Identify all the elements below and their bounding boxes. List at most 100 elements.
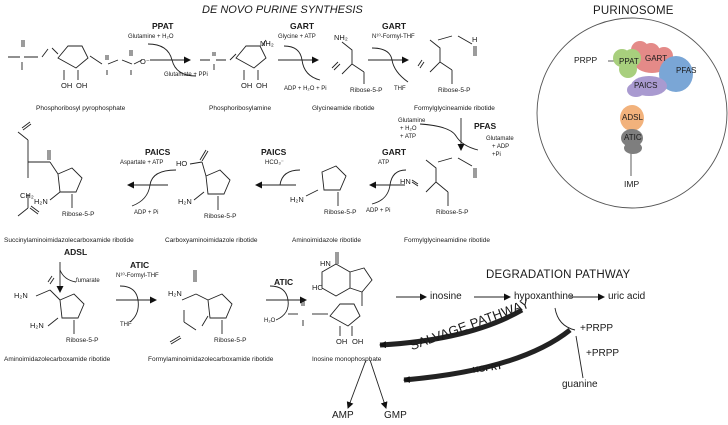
atom-hn: HN [320, 259, 331, 268]
enzyme-gart-3: GART [382, 147, 407, 157]
paics1-input: Aspartate + ATP [120, 160, 164, 166]
atom-ribose5p: Ribose-5-P [436, 209, 469, 216]
imp-structure [288, 252, 373, 336]
purinosome-panel [536, 17, 728, 209]
adsl-output: fumarate [76, 278, 100, 284]
gart1-input: Glycine + ATP [278, 34, 316, 40]
atom-h2n: H₂N [30, 321, 44, 330]
degradation-inosine: inosine [430, 291, 462, 302]
product-gmp: GMP [384, 410, 407, 421]
pfas-input-1: Glutamine [398, 118, 426, 124]
purinosome-paics: PAICS [634, 81, 658, 90]
prpp-structure [8, 40, 143, 80]
degradation-hypoxanthine: hypoxanthine [514, 291, 574, 302]
gart1-output: ADP + H₂O + Pi [284, 86, 327, 92]
ppat-side-arrow [147, 43, 197, 77]
aicar-structure [35, 275, 85, 334]
atom-ribose5p: Ribose-5-P [204, 213, 237, 220]
degradation-title: DEGRADATION PATHWAY [486, 269, 631, 281]
compound-saicar: Succinylaminoimidazolecarboxamide riboti… [4, 237, 134, 244]
enzyme-atic-1: ATIC [130, 260, 150, 270]
compound-air: Aminoimidazole ribotide [292, 237, 362, 244]
gart3-input: ATP [378, 160, 390, 166]
atom-h2n: H₂N [34, 197, 48, 206]
ppat-output: Glutamate + PPi [164, 72, 208, 78]
purinosome-imp: IMP [624, 179, 640, 189]
compound-imp: Inosine monophosphate [312, 356, 382, 363]
compound-aicar: Aminoimidazolecarboxamide ribotide [4, 356, 111, 363]
gart2-input: N¹⁰-Formyl-THF [372, 34, 415, 40]
atom-ribose5p: Ribose-5-P [350, 87, 383, 94]
compound-phosphoribosylamine: Phosphoribosylamine [209, 105, 272, 112]
purinosome-ppat: PPAT [619, 57, 639, 66]
pfas-blob [659, 56, 693, 92]
compound-cair: Carboxyaminoimidazole ribotide [165, 237, 258, 244]
aminoimidazole-ribotide-structure [305, 165, 347, 206]
gart3-output: ADP + Pi [366, 208, 391, 214]
compound-prpp: Phosphoribosyl pyrophosphate [36, 105, 126, 112]
paics-blob [627, 83, 645, 97]
atom-h2n: H₂N [290, 195, 304, 204]
enzyme-ppat: PPAT [152, 21, 174, 31]
compound-faicar: Formylaminoimidazolecarboxamide ribotide [148, 356, 274, 363]
atom-h2n: H₂N [168, 289, 182, 298]
pfas-input-2: + H₂O [400, 126, 417, 132]
atic-blob [624, 142, 642, 154]
enzyme-atic-2: ATIC [274, 277, 294, 287]
atom-h: H [472, 35, 478, 44]
enzyme-gart-2: GART [382, 21, 407, 31]
atom-ribose5p: Ribose-5-P [324, 209, 357, 216]
pfas-output-3: +Pi [492, 152, 501, 158]
pfas-output-1: Glutamate [486, 136, 514, 142]
enzyme-paics-1: PAICS [145, 147, 171, 157]
atom-oh: OH [336, 337, 348, 346]
atic2-output: H₂O [264, 318, 276, 324]
atom-hn: HN [400, 177, 411, 186]
enzyme-paics-2: PAICS [261, 147, 287, 157]
pfas-input-3: + ATP [400, 134, 417, 140]
degradation-uric-acid: uric acid [608, 291, 646, 302]
atom-ribose5p: Ribose-5-P [66, 337, 99, 344]
compound-fgam: Formylglycineamidine ribotide [404, 237, 490, 244]
purinosome-atic: ATIC [624, 133, 642, 142]
salvage-guanine: guanine [562, 379, 598, 390]
purinosome-gart: GART [645, 54, 668, 63]
atom-oh: OH [256, 81, 268, 90]
salvage-prpp-1: +PRPP [580, 323, 614, 334]
formylglycineamidine-ribotide-structure [411, 157, 477, 206]
faicar-structure [169, 270, 233, 345]
ppat-input: Glutamine + H₂O [128, 34, 174, 40]
purinosome-title: PURINOSOME [593, 5, 674, 17]
atom-oh: OH [76, 81, 88, 90]
purinosome-prpp: PRPP [574, 55, 598, 65]
glycineamide-ribotide-structure [331, 41, 365, 84]
atom-oh: OH [61, 81, 73, 90]
product-amp: AMP [332, 410, 354, 421]
atom-o-minus: O⁻ [140, 57, 150, 66]
pfas-output-2: + ADP [492, 144, 510, 150]
atom-h2n: H₂N [14, 291, 28, 300]
atom-oh: OH [241, 81, 253, 90]
atom-h2n: H₂N [178, 197, 192, 206]
paics2-input: HCO₃⁻ [265, 160, 284, 166]
atom-oh: OH [352, 337, 364, 346]
purinosome-circle [536, 17, 728, 209]
atom-nh2: NH₂ [260, 39, 274, 48]
diagram-title: DE NOVO PURINE SYNTHESIS [202, 4, 363, 16]
enzyme-pfas: PFAS [474, 121, 497, 131]
atic-blob [621, 129, 643, 147]
purinosome-adsl: ADSL [622, 113, 643, 122]
atom-nh2: NH₂ [334, 33, 348, 42]
paics1-output: ADP + Pi [134, 210, 159, 216]
atom-ribose5p: Ribose-5-P [62, 211, 95, 218]
purinosome-pfas: PFAS [676, 66, 697, 75]
adsl-blob [620, 105, 644, 131]
enzyme-adsl: ADSL [64, 247, 88, 257]
atom-ribose5p: Ribose-5-P [214, 337, 247, 344]
atic1-input: N¹⁰-Formyl-THF [116, 273, 159, 279]
atic1-output: THF [120, 322, 132, 328]
salvage-prpp-2: +PRPP [586, 348, 620, 359]
formylglycineamide-ribotide-structure [417, 35, 477, 84]
